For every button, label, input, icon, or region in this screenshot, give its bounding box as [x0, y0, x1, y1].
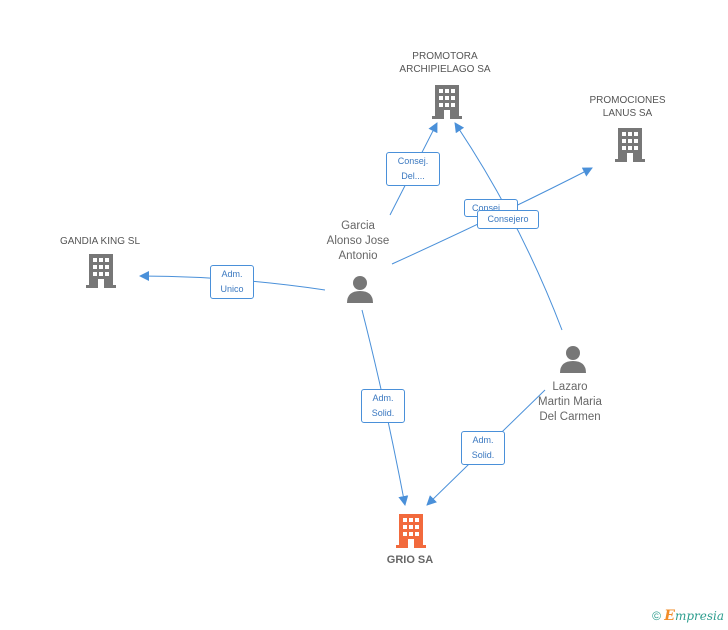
- grio-label[interactable]: GRIO SA: [386, 554, 434, 566]
- brand-initial: E: [664, 608, 675, 624]
- grio-building-icon[interactable]: [396, 514, 426, 548]
- garcia-label[interactable]: Garcia Alonso Jose Antonio: [326, 220, 390, 262]
- lazaro-person-icon[interactable]: [559, 345, 587, 373]
- edge-label-adm-solid-garcia: Adm. Solid.: [361, 389, 405, 423]
- gandia-building-icon[interactable]: [86, 254, 116, 288]
- promotora-building-icon[interactable]: [432, 85, 462, 119]
- lazaro-label[interactable]: Lazaro Martin Maria Del Carmen: [538, 381, 602, 423]
- edge-label-adm-solid-lazaro: Adm. Solid.: [461, 431, 505, 465]
- copyright-symbol: ©: [652, 609, 661, 623]
- promociones-label[interactable]: PROMOCIONES LANUS SA: [589, 95, 666, 119]
- edge-label-consejero: Consejero: [477, 210, 539, 229]
- gandia-label[interactable]: GANDIA KING SL: [59, 236, 141, 247]
- promociones-building-icon[interactable]: [615, 128, 645, 162]
- edge-label-consej-del: Consej. Del....: [386, 152, 440, 186]
- footer-brand: © Empresia: [652, 608, 724, 624]
- edge-label-adm-unico-gandia: Adm. Unico: [210, 265, 254, 299]
- garcia-person-icon[interactable]: [346, 275, 374, 303]
- promotora-label[interactable]: PROMOTORA ARCHIPIELAGO SA: [399, 51, 491, 75]
- brand-name: mpresia: [674, 609, 724, 623]
